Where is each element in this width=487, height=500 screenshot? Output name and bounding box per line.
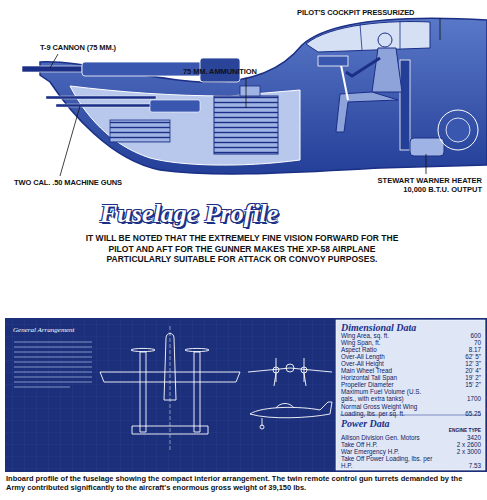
table-value-holder: 19' 2" <box>434 374 481 381</box>
table-value-holder: 62' 5" <box>434 353 481 360</box>
side-view <box>250 402 332 429</box>
callout-label-holder: 75 MM. AMMUNITION <box>183 67 257 76</box>
table-value: 70 <box>434 339 481 346</box>
callout-label-holder: PILOT'S COCKPIT PRESSURIZED <box>297 8 414 17</box>
diagram-title-holder: Fuselage Profile <box>100 199 278 229</box>
table-value-holder: 7.53 <box>434 462 481 469</box>
callout-label: 75 MM. AMMUNITION <box>183 67 257 76</box>
table-heading-holder: Power Data <box>341 418 390 429</box>
callout-label-holder: STEWART WARNER HEATER 10,000 B.T.U. OUTP… <box>357 176 482 194</box>
table-row-label-holder: Aspect Ratio <box>341 346 437 353</box>
table-value-holder: 600 <box>434 332 481 339</box>
table-heading-holder: Dimensional Data <box>341 322 416 333</box>
table-row-label-holder: Wing Span, ft. <box>341 339 437 346</box>
blueprint-panel <box>5 318 487 472</box>
table-row-label: Wing Area, sq. ft. <box>341 332 437 339</box>
section-heading: General Arrangement <box>13 326 75 334</box>
table-value-holder: 8.17 <box>434 346 481 353</box>
callout-label: PILOT'S COCKPIT PRESSURIZED <box>297 8 414 17</box>
diagram-title: Fuselage Profile <box>100 199 278 229</box>
table-value-holder: 2 x 2600 <box>434 441 481 448</box>
table-row-label: Wing Span, ft. <box>341 339 437 346</box>
caption-holder: Inboard profile of the fuselage showing … <box>6 474 482 492</box>
table-row-label: Take Off H.P. <box>341 441 437 448</box>
data-table <box>336 320 485 470</box>
table-value: 62' 5" <box>434 353 481 360</box>
table-value: 2 x 3000 <box>434 448 481 455</box>
plan-view <box>100 326 240 450</box>
table-value: 1700 <box>434 395 481 402</box>
caption: Inboard profile of the fuselage showing … <box>6 474 482 492</box>
table-heading: Dimensional Data <box>341 322 416 333</box>
table-row-label-holder: Allison Division Gen. Motors <box>341 434 437 441</box>
table-row-label-holder: Take Off Power Loading, lbs. per H.P. <box>341 455 437 469</box>
table-row-label: Take Off Power Loading, lbs. per H.P. <box>341 455 437 469</box>
table-row-label-holder: Wing Area, sq. ft. <box>341 332 437 339</box>
table-row-label: Over-All Height <box>341 360 437 367</box>
pilot-figure <box>318 33 410 150</box>
table-row-label-holder: Over-All Length <box>341 353 437 360</box>
callout-label-holder: TWO CAL. .50 MACHINE GUNS <box>14 178 122 187</box>
table-value: 19' 2" <box>434 374 481 381</box>
table-row-label-holder: War Emergency H.P. <box>341 448 437 455</box>
table-heading: Power Data <box>341 418 390 429</box>
table-row-label-holder: Take Off H.P. <box>341 441 437 448</box>
table-value-holder: 15' 2" <box>434 381 481 388</box>
table-row-label-holder: Main Wheel Tread <box>341 367 437 374</box>
table-value: 7.53 <box>434 462 481 469</box>
callout-label-holder: T-9 CANNON (75 MM.) <box>40 43 116 52</box>
callout-label: TWO CAL. .50 MACHINE GUNS <box>14 178 122 187</box>
note-text: IT WILL BE NOTED THAT THE EXTREMELY FINE… <box>82 233 402 265</box>
callout-label: STEWART WARNER HEATER 10,000 B.T.U. OUTP… <box>357 176 482 194</box>
callout-label: T-9 CANNON (75 MM.) <box>40 43 116 52</box>
table-value-holder: 65.25 <box>434 410 481 417</box>
table-value-holder: 1700 <box>434 395 481 402</box>
table-row-label-holder: Normal Gross Weight Wing Loading, lbs. p… <box>341 403 437 417</box>
table-note: ENGINE TYPE <box>400 428 481 434</box>
table-row-label-holder: Horizontal Tail Span <box>341 374 437 381</box>
table-value-holder: 20' 4" <box>434 367 481 374</box>
table-row-label: Aspect Ratio <box>341 346 437 353</box>
table-row-label: Horizontal Tail Span <box>341 374 437 381</box>
table-row-label-holder: Propeller Diameter <box>341 381 437 388</box>
table-row-label: Main Wheel Tread <box>341 367 437 374</box>
table-row-label: Over-All Length <box>341 353 437 360</box>
table-value: 65.25 <box>434 410 481 417</box>
note-text-holder: IT WILL BE NOTED THAT THE EXTREMELY FINE… <box>82 233 402 265</box>
table-value: 2 x 2600 <box>434 441 481 448</box>
table-row-label: Propeller Diameter <box>341 381 437 388</box>
table-row-label-holder: Over-All Height <box>341 360 437 367</box>
table-value: 8.17 <box>434 346 481 353</box>
table-value: 20' 4" <box>434 367 481 374</box>
table-value: 600 <box>434 332 481 339</box>
table-row-label-holder: Maximum Fuel Volume (U.S. gals., with ex… <box>341 388 437 402</box>
fuselage-cutaway <box>22 18 487 176</box>
table-value: 3420 <box>434 434 481 441</box>
table-value-holder: 3420 <box>434 434 481 441</box>
table-value-holder: 70 <box>434 339 481 346</box>
table-value: 15' 2" <box>434 381 481 388</box>
table-value-holder: 12' 3" <box>434 360 481 367</box>
table-row-label: Maximum Fuel Volume (U.S. gals., with ex… <box>341 388 437 402</box>
table-row-label: War Emergency H.P. <box>341 448 437 455</box>
table-value: 12' 3" <box>434 360 481 367</box>
table-row-label: Normal Gross Weight Wing Loading, lbs. p… <box>341 403 437 417</box>
table-value-holder: 2 x 3000 <box>434 448 481 455</box>
table-row-label: Allison Division Gen. Motors <box>341 434 437 441</box>
front-view <box>248 358 332 386</box>
section-heading-holder: General Arrangement <box>13 326 75 334</box>
leader-lines <box>50 18 440 176</box>
table-note-holder: ENGINE TYPE <box>400 428 481 434</box>
